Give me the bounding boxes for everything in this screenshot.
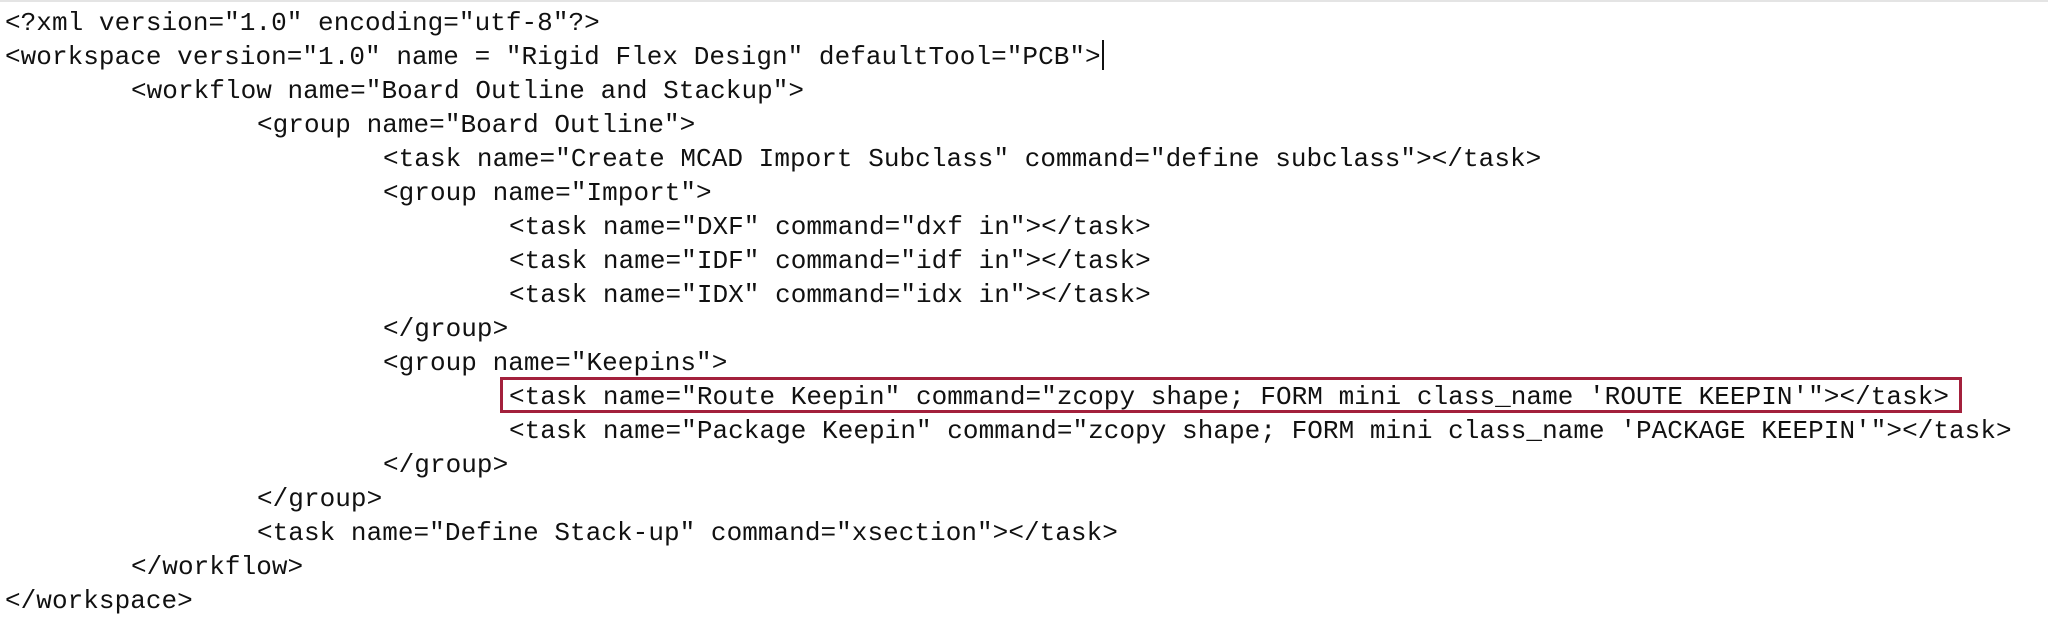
code-line: </workflow>	[131, 552, 304, 582]
code-line: </workspace>	[5, 586, 193, 616]
code-line: <workflow name="Board Outline and Stacku…	[131, 76, 805, 106]
code-line: <task name="IDX" command="idx in"></task…	[509, 280, 1151, 310]
code-line: </group>	[383, 450, 509, 480]
code-line: <task name="Package Keepin" command="zco…	[509, 416, 2012, 446]
code-line: <workspace version="1.0" name = "Rigid F…	[5, 40, 2012, 74]
text-cursor	[1101, 40, 1104, 70]
code-line: <group name="Import">	[383, 178, 712, 208]
code-line: <group name="Board Outline">	[257, 110, 696, 140]
code-line: <task name="DXF" command="dxf in"></task…	[509, 212, 1151, 242]
code-line-highlighted: <task name="Route Keepin" command="zcopy…	[509, 382, 1950, 412]
text-editor[interactable]: <?xml version="1.0" encoding="utf-8"?> <…	[5, 6, 2012, 618]
code-line: </group>	[383, 314, 509, 344]
code-line: <task name="Define Stack-up" command="xs…	[257, 518, 1118, 548]
code-line: <task name="Create MCAD Import Subclass"…	[383, 144, 1542, 174]
code-line: <task name="IDF" command="idf in"></task…	[509, 246, 1151, 276]
code-line: </group>	[257, 484, 383, 514]
code-line: <?xml version="1.0" encoding="utf-8"?>	[5, 8, 600, 38]
code-line: <group name="Keepins">	[383, 348, 728, 378]
top-border	[0, 0, 2048, 2]
highlight-box	[500, 377, 1962, 413]
code-line-text: <workspace version="1.0" name = "Rigid F…	[5, 42, 1101, 72]
